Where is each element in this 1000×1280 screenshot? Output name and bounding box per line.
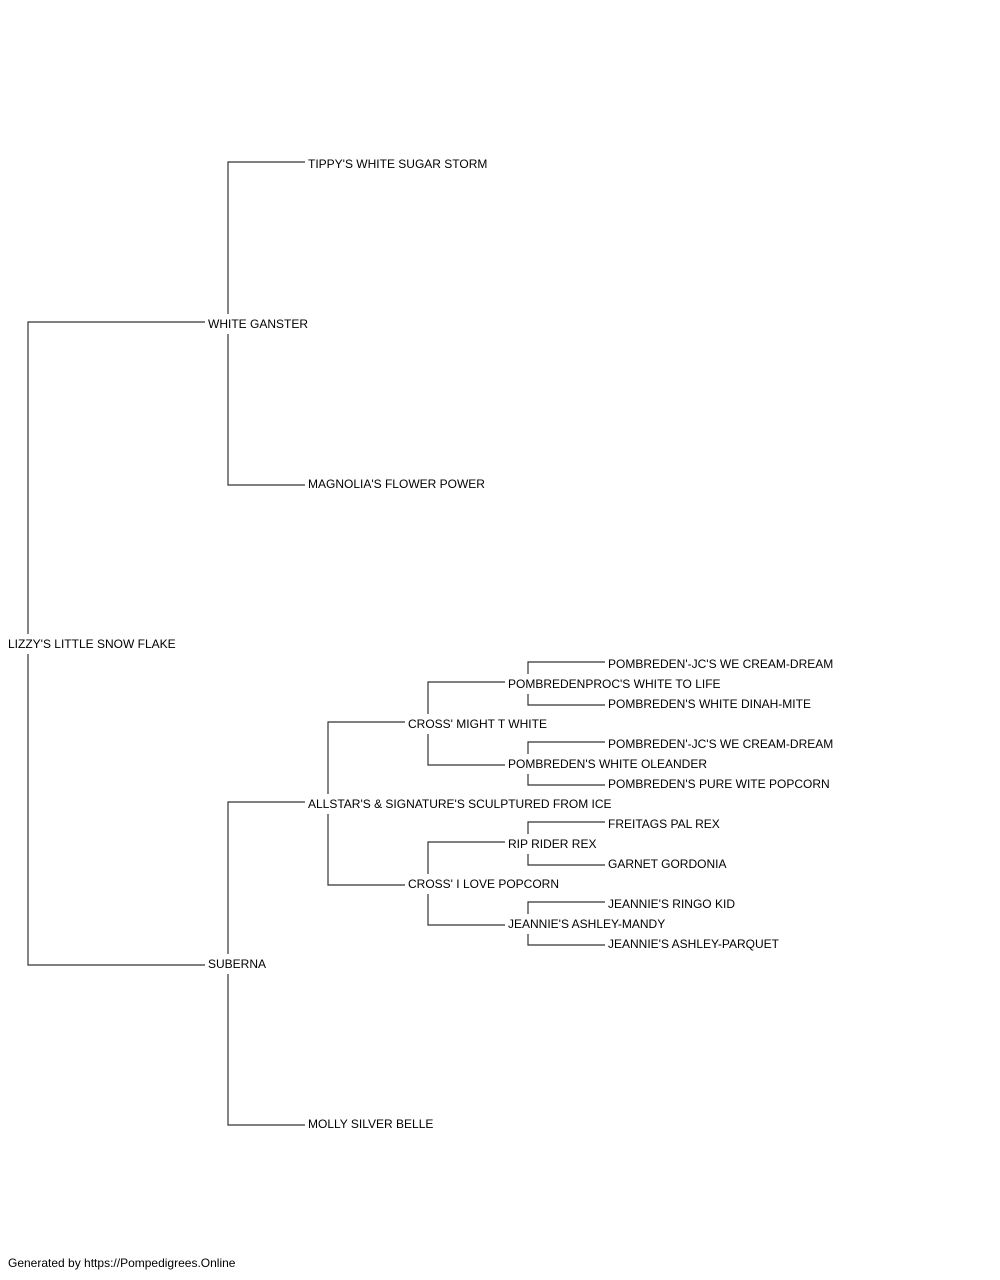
ancestor-we-cream-dream-1-name: POMBREDEN'-JC'S WE CREAM-DREAM [606, 657, 836, 671]
ancestor-ashley-mandy-name: JEANNIE'S ASHLEY-MANDY [506, 917, 668, 931]
dam-name: SUBERNA [206, 957, 269, 971]
sire-dam-name: MAGNOLIA'S FLOWER POWER [306, 477, 487, 491]
ancestor-rip-rider-rex-name: RIP RIDER REX [506, 837, 599, 851]
ancestor-freitags-pal-rex-name: FREITAGS PAL REX [606, 817, 722, 831]
connector-love-popcorn-to-dam [427, 894, 505, 926]
ancestor-white-oleander-name: POMBREDEN'S WHITE OLEANDER [506, 757, 709, 771]
connector-white-ganster-to-sire [227, 161, 305, 314]
connector-ashley-mandy-to-sire [527, 901, 605, 914]
connector-suberna-to-dam [227, 974, 305, 1126]
connector-love-popcorn-to-sire [427, 841, 505, 874]
connector-ashley-mandy-to-dam [527, 934, 605, 946]
connector-allstars-to-dam [327, 814, 405, 886]
connector-subject-to-sire [27, 321, 205, 634]
subject-name: LIZZY'S LITTLE SNOW FLAKE [6, 637, 178, 651]
connector-oleander-to-dam [527, 774, 605, 786]
sire-name: WHITE GANSTER [206, 317, 311, 331]
connector-white-ganster-to-dam [227, 334, 305, 486]
connector-white-to-life-to-sire [527, 661, 605, 674]
connector-oleander-to-sire [527, 741, 605, 754]
connector-white-to-life-to-dam [527, 694, 605, 706]
ancestor-white-to-life-name: POMBREDENPROC'S WHITE TO LIFE [506, 677, 723, 691]
dam-sire-name: ALLSTAR'S & SIGNATURE'S SCULPTURED FROM … [306, 797, 614, 811]
connector-allstars-to-sire [327, 721, 405, 794]
ancestor-ashley-parquet-name: JEANNIE'S ASHLEY-PARQUET [606, 937, 782, 951]
connector-suberna-to-sire [227, 801, 305, 954]
dam-sire-dam-name: CROSS' I LOVE POPCORN [406, 877, 561, 891]
dam-dam-name: MOLLY SILVER BELLE [306, 1117, 436, 1131]
sire-sire-name: TIPPY'S WHITE SUGAR STORM [306, 157, 490, 171]
ancestor-white-dinah-mite-name: POMBREDEN'S WHITE DINAH-MITE [606, 697, 813, 711]
connector-subject-to-dam [27, 654, 205, 966]
ancestor-we-cream-dream-2-name: POMBREDEN'-JC'S WE CREAM-DREAM [606, 737, 836, 751]
connector-rip-rider-rex-to-sire [527, 821, 605, 834]
connector-might-t-white-to-dam [427, 734, 505, 766]
dam-sire-sire-name: CROSS' MIGHT T WHITE [406, 717, 549, 731]
ancestor-ringo-kid-name: JEANNIE'S RINGO KID [606, 897, 737, 911]
generated-by-footer: Generated by https://Pompedigrees.Online [8, 1256, 236, 1270]
connector-might-t-white-to-sire [427, 681, 505, 714]
connector-rip-rider-rex-to-dam [527, 854, 605, 866]
ancestor-pure-wite-popcorn-name: POMBREDEN'S PURE WITE POPCORN [606, 777, 832, 791]
ancestor-garnet-gordonia-name: GARNET GORDONIA [606, 857, 729, 871]
